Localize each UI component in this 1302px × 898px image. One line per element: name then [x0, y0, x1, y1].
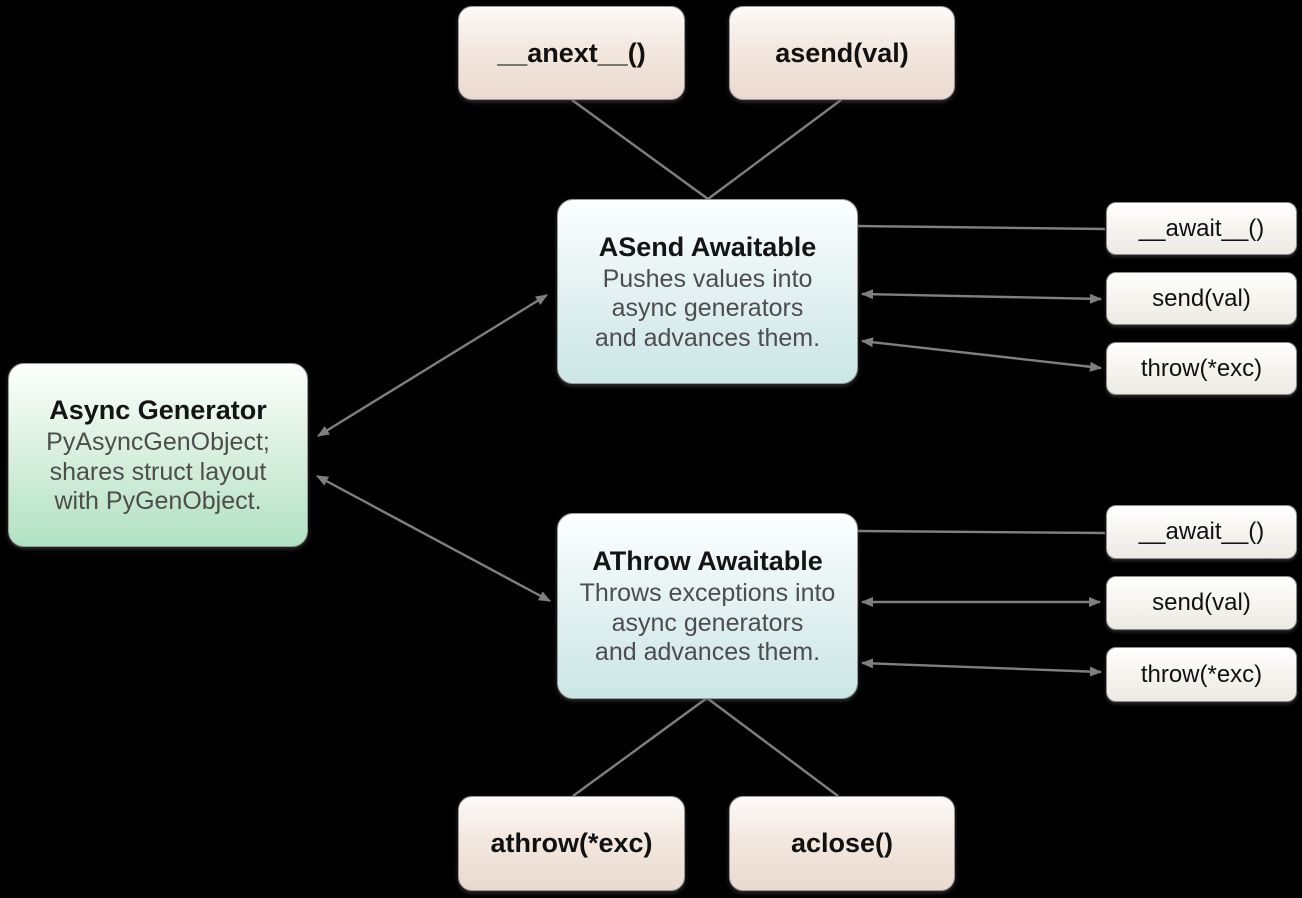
edge-async_generator-to-asend_awaitable [317, 293, 548, 438]
node-asend-send-method: send(val) [1106, 272, 1297, 325]
node-athrow-throw-method: throw(*exc) [1106, 647, 1297, 702]
edge-asend_awaitable-to-asend_send [861, 289, 1102, 304]
node-asend-label: asend(val) [775, 37, 909, 68]
node-anext-label: __anext__() [497, 37, 646, 68]
athrow-send-label: send(val) [1152, 589, 1251, 616]
athrow-throw-label: throw(*exc) [1140, 660, 1263, 688]
athrow-call-label: athrow(*exc) [490, 828, 653, 858]
aclose-label: aclose() [790, 828, 894, 858]
node-asend-throw-method: throw(*exc) [1106, 342, 1297, 395]
asend-awaitable-description: Pushes values into async generators and … [594, 264, 821, 352]
edge-athrow_awaitable-to-athrow_throw [861, 658, 1102, 677]
edge-anext-to-asend_awaitable [571, 99, 709, 200]
edge-athrow_awaitable-to-athrow_call [572, 697, 708, 797]
node-asend-method: asend(val) [729, 6, 955, 100]
node-athrow-send-method: send(val) [1106, 576, 1297, 630]
node-asend-awaitable: ASend Awaitable Pushes values into async… [557, 199, 858, 384]
asend-throw-label: throw(*exc) [1140, 354, 1263, 382]
edge-asend_awaitable-to-asend_throw [861, 337, 1102, 372]
node-athrow-awaitable: AThrow Awaitable Throws exceptions into … [557, 513, 858, 699]
asend-send-label: send(val) [1152, 284, 1251, 312]
async-generator-description: PyAsyncGenObject; shares struct layout w… [46, 428, 270, 516]
edge-asend_awaitable-to-asend_await [857, 224, 1106, 231]
node-athrow-await-method: __await__() [1106, 505, 1297, 559]
node-asend-await-method: __await__() [1106, 202, 1297, 255]
async-generator-title: Async Generator [49, 395, 267, 426]
edge-asend-to-asend_awaitable [707, 99, 842, 200]
edge-athrow_awaitable-to-aclose [706, 697, 839, 797]
edge-athrow_awaitable-to-athrow_await [857, 529, 1106, 535]
athrow-awaitable-description: Throws exceptions into async generators … [579, 579, 836, 667]
node-anext-method: __anext__() [458, 6, 685, 100]
asend-await-label: __await__() [1138, 214, 1265, 242]
athrow-await-label: __await__() [1138, 518, 1265, 545]
asend-awaitable-title: ASend Awaitable [598, 231, 817, 262]
edge-async_generator-to-athrow_awaitable [316, 474, 551, 603]
node-athrow-call-method: athrow(*exc) [458, 796, 685, 891]
node-async-generator: Async Generator PyAsyncGenObject; shares… [8, 363, 308, 547]
node-aclose-method: aclose() [729, 796, 955, 891]
athrow-awaitable-title: AThrow Awaitable [592, 546, 823, 577]
